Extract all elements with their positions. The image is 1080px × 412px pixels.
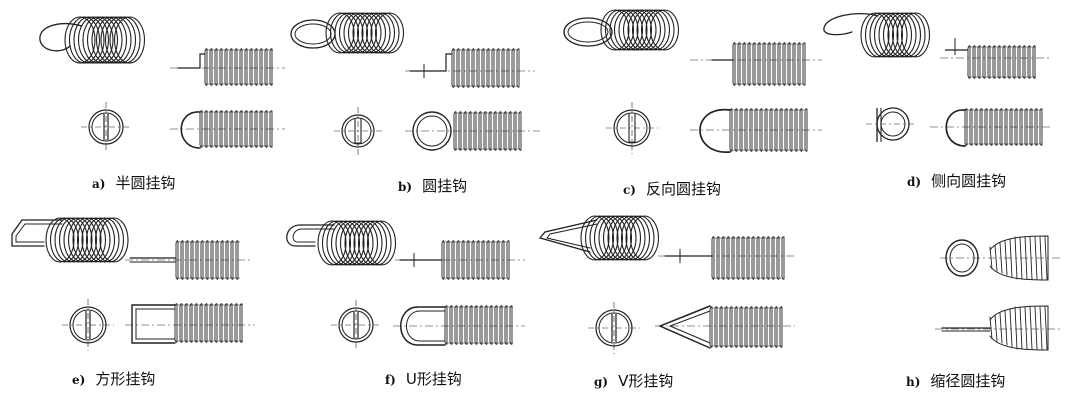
figure-c-reverse-round-hook bbox=[563, 9, 822, 154]
caption-g: g)V形挂钩 bbox=[594, 372, 674, 390]
figure-h-reduced-round-hook bbox=[935, 235, 1060, 351]
figure-g-v-hook bbox=[538, 215, 795, 354]
caption-f: f)U形挂钩 bbox=[385, 370, 462, 388]
caption-d: d)侧向圆挂钩 bbox=[907, 172, 1007, 190]
figure-b-round-hook bbox=[290, 12, 540, 155]
figure-e-square-hook bbox=[11, 217, 255, 351]
caption-e: e)方形挂钩 bbox=[72, 370, 156, 388]
caption-c: c)反向圆挂钩 bbox=[623, 180, 721, 198]
figure-a-half-circle-hook bbox=[39, 16, 285, 152]
caption-a: a)半圆挂钩 bbox=[92, 174, 176, 192]
figure-f-u-hook bbox=[286, 220, 525, 350]
figure-d-side-round-hook bbox=[823, 12, 1050, 147]
caption-h: h)缩径圆挂钩 bbox=[906, 372, 1006, 390]
caption-b: b)圆挂钩 bbox=[398, 177, 468, 195]
